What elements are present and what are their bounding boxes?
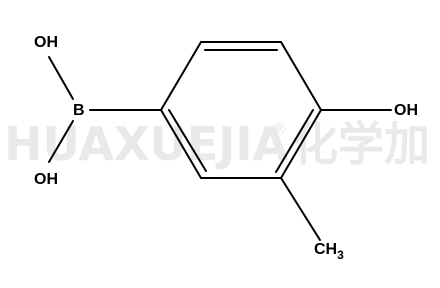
watermark-latin: HUAXUEJIA <box>4 117 289 171</box>
ring-bond-upper-left <box>160 41 202 111</box>
ring-bond-lower-left <box>160 109 202 179</box>
substituent-bonds <box>48 56 392 241</box>
watermark-registered: ® <box>272 119 288 138</box>
ring-bond-upper-right <box>280 41 322 111</box>
label-oh-ring: OH <box>394 102 418 119</box>
label-methyl: CH3 <box>314 241 344 262</box>
atom-labels: OH B OH OH CH3 <box>34 34 418 262</box>
ring-bond-lower-left-inner <box>168 109 207 172</box>
ring-bond-lower-right-inner <box>275 109 314 173</box>
label-boron: B <box>73 102 85 119</box>
label-oh-top: OH <box>34 34 58 51</box>
label-methyl-main: CH <box>314 241 337 258</box>
watermark: HUAXUEJIA ® 化学加 <box>4 117 430 171</box>
bond-boron-oh-top <box>48 56 74 100</box>
label-oh-bottom: OH <box>34 171 58 188</box>
benzene-ring <box>160 41 322 179</box>
bond-boron-oh-bottom <box>48 120 74 163</box>
ring-bond-lower-right <box>280 109 322 179</box>
label-methyl-subscript: 3 <box>337 248 344 262</box>
bond-ring-methyl <box>280 177 321 241</box>
watermark-chinese: 化学加 <box>292 117 430 171</box>
